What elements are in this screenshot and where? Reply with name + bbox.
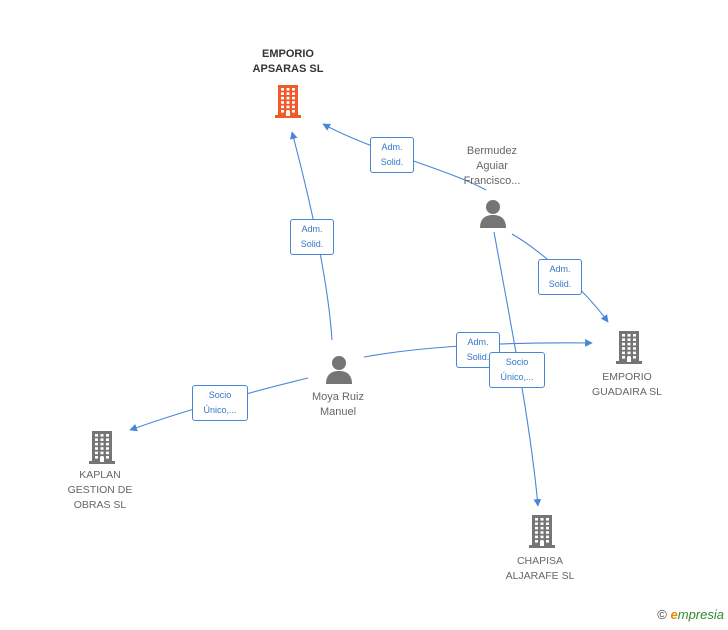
node-label-chapisa[interactable]: CHAPISA ALJARAFE SL (505, 555, 575, 582)
building-icon[interactable] (614, 330, 644, 364)
building-icon[interactable] (527, 514, 557, 548)
node-label-emporio-guadaira[interactable]: EMPORIO GUADAIRA SL (591, 371, 663, 398)
edge-label-socio-unico[interactable]: Socio Único,... (489, 352, 545, 388)
edge-label-adm-solid[interactable]: Adm. Solid. (538, 259, 582, 295)
empresia-logo: © empresia (657, 607, 724, 622)
brand-name: empresia (670, 607, 724, 622)
person-icon[interactable] (478, 198, 508, 228)
node-label-moya-ruiz[interactable]: Moya Ruiz Manuel (312, 391, 364, 418)
edge-label-adm-solid[interactable]: Adm. Solid. (290, 219, 334, 255)
node-label-emporio-apsaras[interactable]: EMPORIO APSARAS SL (252, 48, 324, 75)
node-label-bermudez-aguiar[interactable]: Bermudez Aguiar Francisco... (463, 145, 521, 187)
building-icon[interactable] (272, 84, 304, 118)
edge-label-socio-unico[interactable]: Socio Único,... (192, 385, 248, 421)
node-label-kaplan[interactable]: KAPLAN GESTION DE OBRAS SL (67, 469, 133, 511)
edge-label-adm-solid[interactable]: Adm. Solid. (370, 137, 414, 173)
building-icon[interactable] (87, 430, 117, 464)
copyright-symbol: © (657, 607, 667, 622)
person-icon[interactable] (324, 354, 354, 384)
